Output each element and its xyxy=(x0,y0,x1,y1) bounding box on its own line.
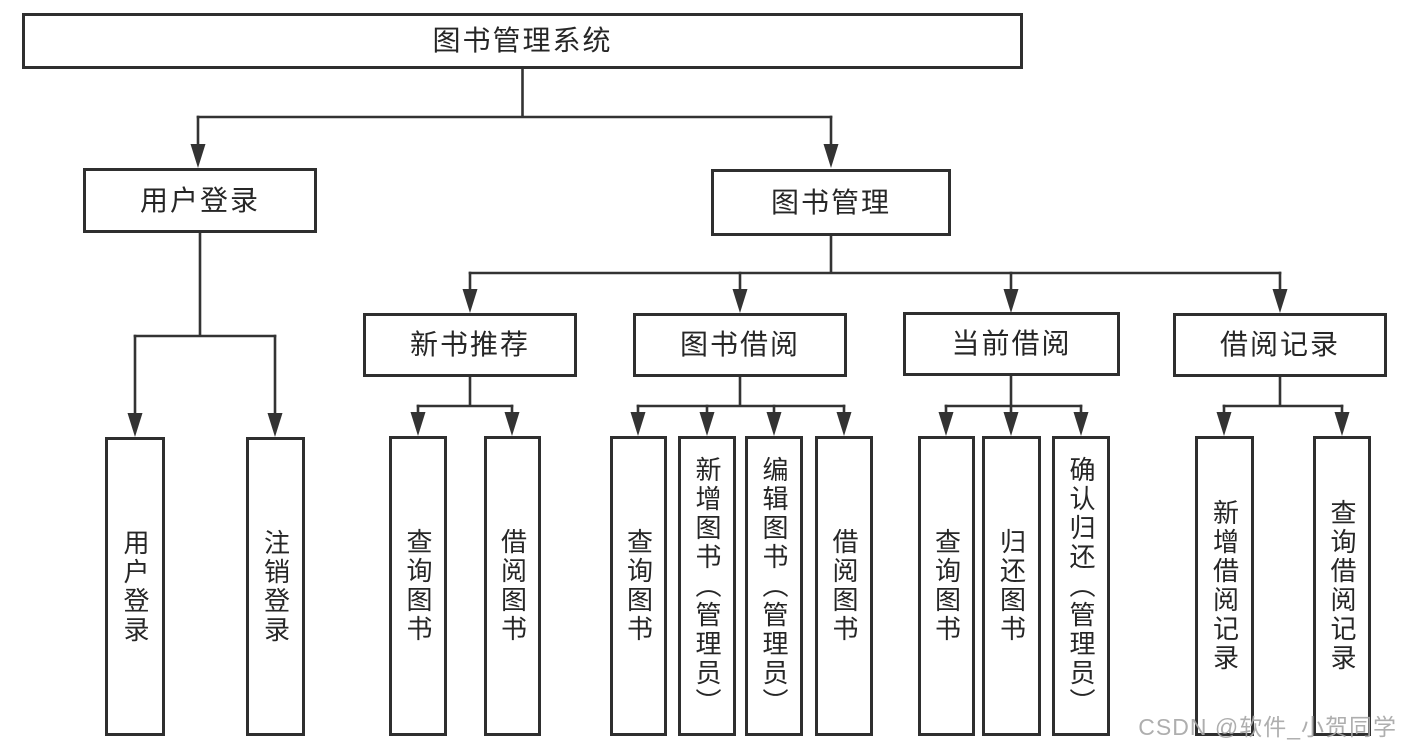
leaf-query-books-1: 查询图书 xyxy=(389,436,447,736)
node-book-borrow: 图书借阅 xyxy=(633,313,847,377)
connector-root-to-level2 xyxy=(190,66,839,168)
node-label: 新增借阅记录 xyxy=(1209,499,1240,673)
node-label: 查询借阅记录 xyxy=(1327,499,1357,673)
csdn-watermark: CSDN @软件_小贺同学 xyxy=(1138,714,1397,740)
leaf-add-books-admin: 新增图书（管理员） xyxy=(678,436,736,736)
leaf-user-login: 用户登录 xyxy=(105,437,165,736)
node-label: 查询图书 xyxy=(931,528,962,644)
leaf-query-books-3: 查询图书 xyxy=(918,436,975,736)
node-label: 归还图书 xyxy=(996,528,1027,644)
connector-newbook-to-leaves xyxy=(410,375,520,436)
connector-borrowrecords-to-leaves xyxy=(1216,375,1350,436)
node-label: 查询图书 xyxy=(403,528,433,644)
node-label: 查询图书 xyxy=(623,528,654,644)
node-user-login: 用户登录 xyxy=(83,168,317,233)
node-label: 用户登录 xyxy=(120,528,150,645)
leaf-borrow-books-2: 借阅图书 xyxy=(815,436,873,736)
connector-currentborrow-to-leaves xyxy=(938,374,1089,436)
node-borrow-records: 借阅记录 xyxy=(1173,313,1387,377)
leaf-query-books-2: 查询图书 xyxy=(610,436,667,736)
leaf-confirm-return-admin: 确认归还（管理员） xyxy=(1052,436,1110,736)
node-label: 注销登录 xyxy=(260,528,291,645)
node-library-management-system: 图书管理系统 xyxy=(22,13,1023,69)
node-label: 图书借阅 xyxy=(679,329,800,360)
node-label: 用户登录 xyxy=(139,184,260,216)
leaf-edit-books-admin: 编辑图书（管理员） xyxy=(745,436,803,736)
leaf-return-books: 归还图书 xyxy=(982,436,1041,736)
leaf-query-borrow-record: 查询借阅记录 xyxy=(1313,436,1371,736)
node-new-book-recommend: 新书推荐 xyxy=(363,313,577,377)
leaf-borrow-books-1: 借阅图书 xyxy=(484,436,541,736)
node-label: 确认归还（管理员） xyxy=(1066,455,1096,717)
node-current-borrow: 当前借阅 xyxy=(903,312,1120,376)
node-label: 新增图书（管理员） xyxy=(692,455,722,717)
node-label: 当前借阅 xyxy=(951,328,1072,359)
node-label: 图书管理 xyxy=(770,186,891,218)
node-label: 新书推荐 xyxy=(409,329,530,360)
node-label: 借阅记录 xyxy=(1219,329,1340,360)
node-label: 借阅图书 xyxy=(497,528,528,644)
node-book-management: 图书管理 xyxy=(711,169,951,236)
node-label: 图书管理系统 xyxy=(432,25,613,56)
connector-bookborrow-to-leaves xyxy=(630,375,852,436)
node-label: 编辑图书（管理员） xyxy=(759,455,789,717)
leaf-logout: 注销登录 xyxy=(246,437,305,736)
connector-userlogin-to-leaves xyxy=(127,230,283,437)
leaf-add-borrow-record: 新增借阅记录 xyxy=(1195,436,1254,736)
node-label: 借阅图书 xyxy=(829,528,859,644)
connector-bookmgmt-to-level3 xyxy=(462,234,1288,313)
